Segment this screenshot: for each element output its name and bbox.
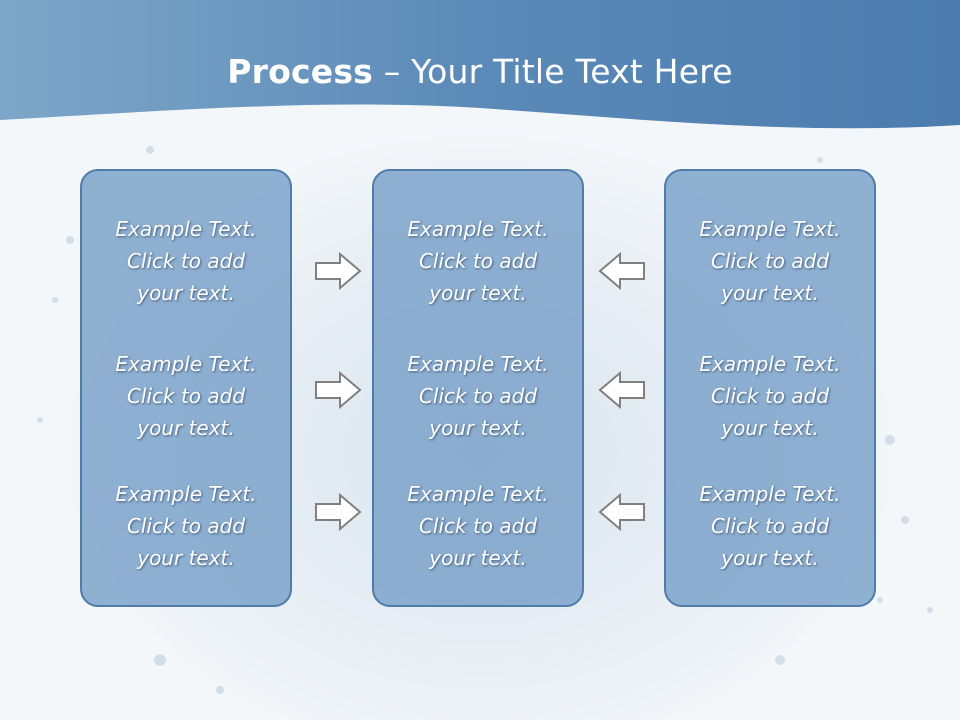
- right-arrow-icon: [315, 371, 362, 409]
- left-arrow-icon: [598, 493, 645, 531]
- right-text-2[interactable]: Example Text. Click to add your text.: [699, 352, 841, 440]
- title-bold: Process: [227, 52, 374, 91]
- left-text-1[interactable]: Example Text. Click to add your text.: [115, 217, 257, 305]
- right-arrow-icon: [315, 493, 362, 531]
- title-rest: – Your Title Text Here: [373, 52, 733, 91]
- left-text-3[interactable]: Example Text. Click to add your text.: [115, 482, 257, 570]
- left-panel[interactable]: Example Text. Click to add your text. Ex…: [80, 169, 292, 607]
- middle-text-1[interactable]: Example Text. Click to add your text.: [407, 217, 549, 305]
- slide-title[interactable]: Process – Your Title Text Here: [0, 52, 960, 91]
- middle-text-3[interactable]: Example Text. Click to add your text.: [407, 482, 549, 570]
- middle-text-2[interactable]: Example Text. Click to add your text.: [407, 352, 549, 440]
- left-text-2[interactable]: Example Text. Click to add your text.: [115, 352, 257, 440]
- right-text-1[interactable]: Example Text. Click to add your text.: [699, 217, 841, 305]
- right-arrow-icon: [315, 252, 362, 290]
- middle-panel[interactable]: Example Text. Click to add your text. Ex…: [372, 169, 584, 607]
- right-panel[interactable]: Example Text. Click to add your text. Ex…: [664, 169, 876, 607]
- left-arrow-icon: [598, 252, 645, 290]
- left-arrow-icon: [598, 371, 645, 409]
- right-text-3[interactable]: Example Text. Click to add your text.: [699, 482, 841, 570]
